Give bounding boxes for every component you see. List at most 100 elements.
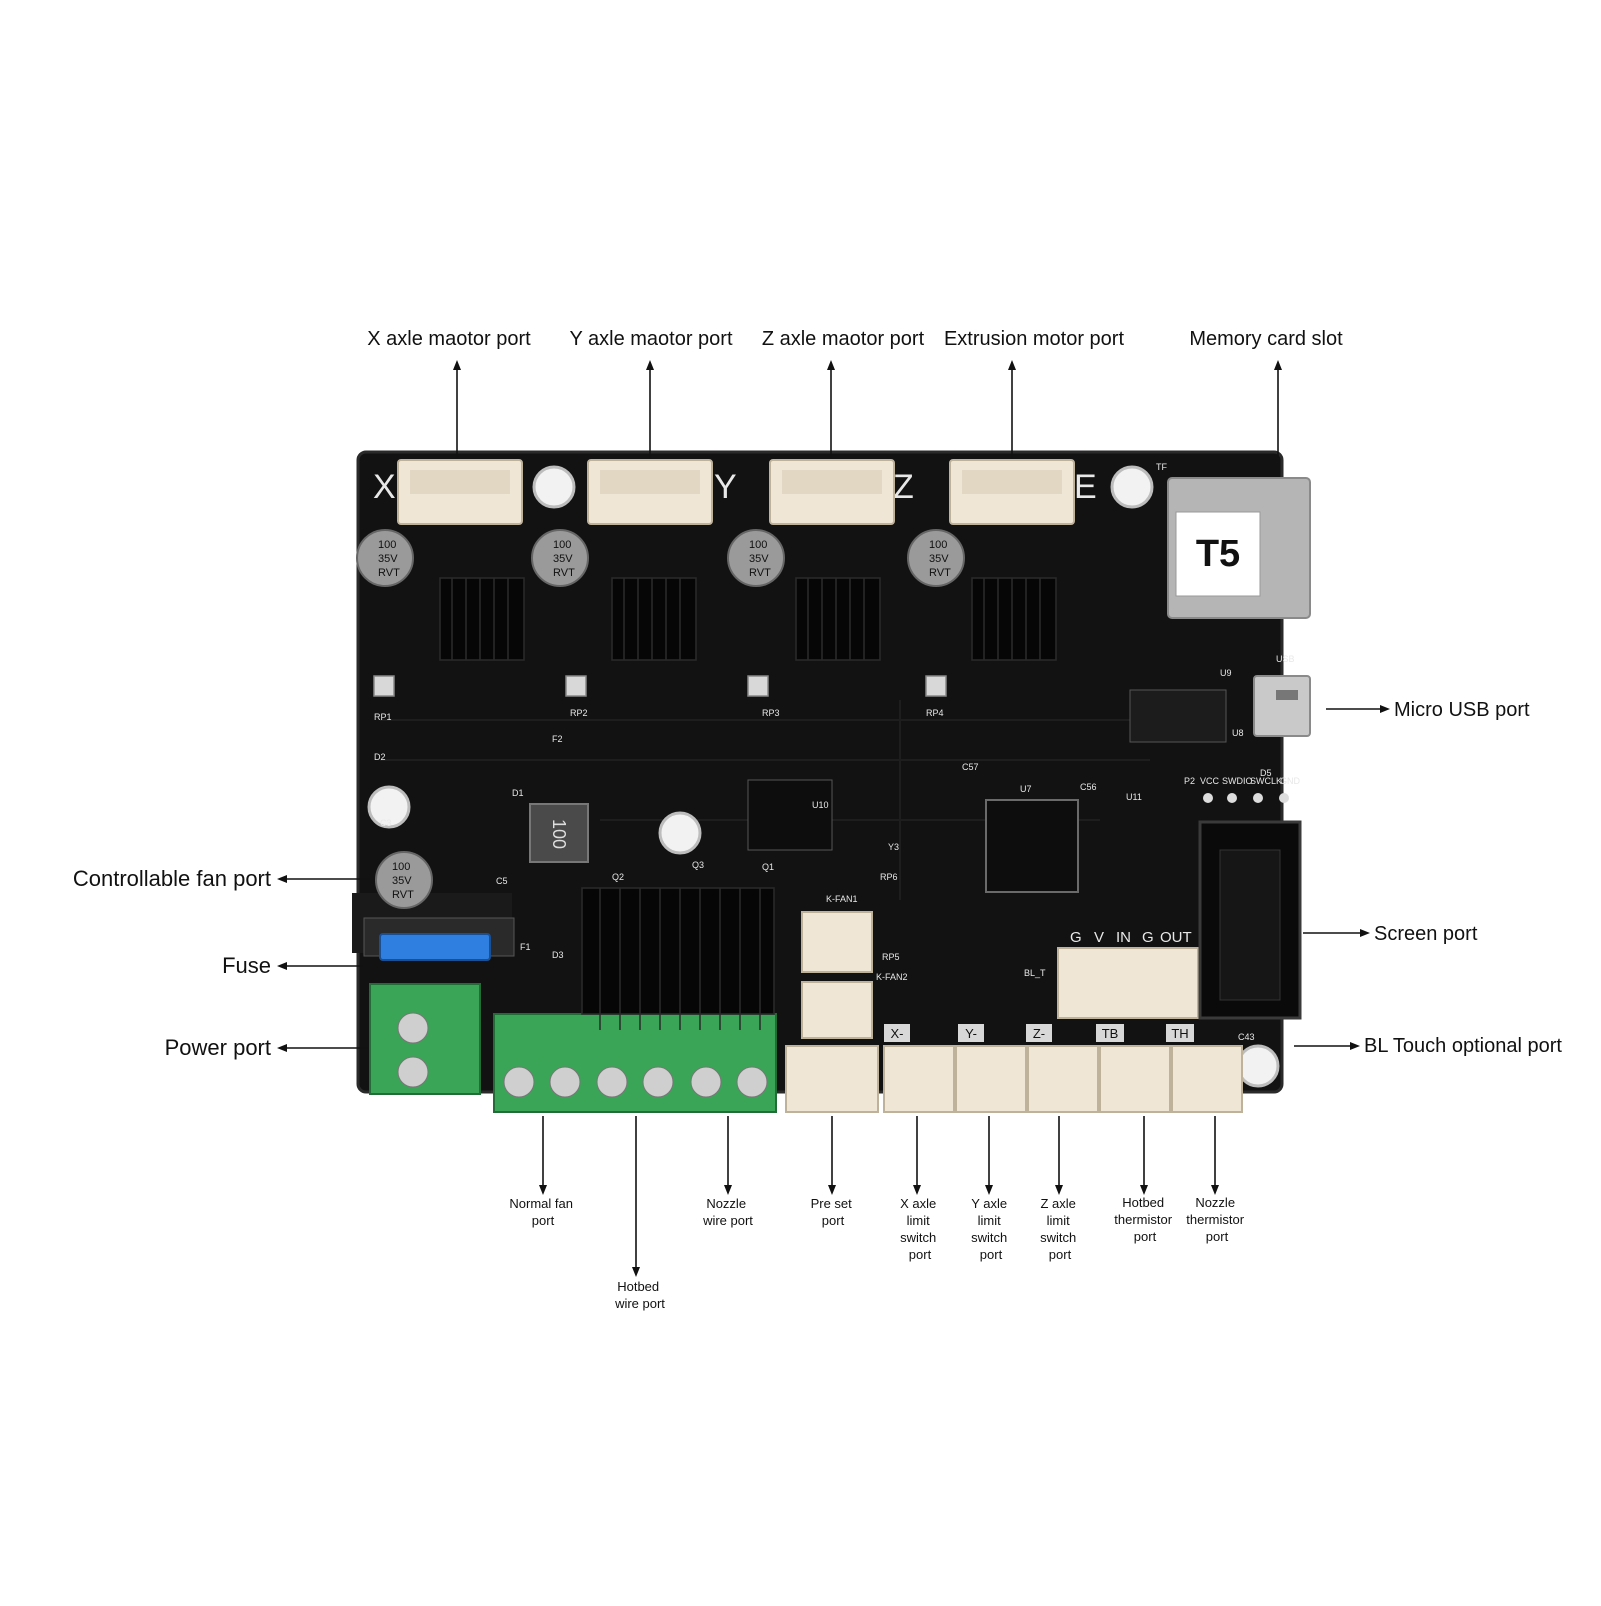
output-terminals: [493, 1013, 777, 1113]
silk-q3: Q3: [692, 860, 704, 870]
label-x-limit-line3: switch: [900, 1230, 936, 1245]
label-hotbed-wire-port-line2: wire port: [614, 1296, 665, 1311]
silk-c57: C57: [962, 762, 979, 772]
label-nozzle-thermistor-line2: thermistor: [1186, 1212, 1244, 1227]
label-hotbed-thermistor-line2: thermistor: [1114, 1212, 1172, 1227]
label-x-limit-line1: X axle: [900, 1196, 936, 1211]
tag-y-minus: Y-: [965, 1026, 977, 1041]
silk-p2: P2: [1184, 776, 1195, 786]
silk-u7: U7: [1020, 784, 1032, 794]
axis-letters: X Y Z E: [373, 468, 1097, 506]
potentiometers: [373, 675, 947, 697]
label-z-limit-line3: switch: [1040, 1230, 1076, 1245]
label-power-port: Power port: [165, 1035, 271, 1060]
label-normal-fan-port-line1: Normal fan: [509, 1196, 573, 1211]
cap1-voltage: 35V: [378, 553, 398, 565]
silk-kfan2: K-FAN2: [876, 972, 908, 982]
silk-d2: D2: [374, 752, 386, 762]
label-memory-card-slot: Memory card slot: [1189, 328, 1343, 350]
silk-u9: U9: [1220, 668, 1232, 678]
label-x-limit-line4: port: [909, 1247, 932, 1262]
silk-f1: F1: [520, 942, 531, 952]
label-nozzle-thermistor-port: Nozzle thermistor port: [1186, 1195, 1247, 1244]
cap1-brand: RVT: [378, 567, 400, 579]
mounting-holes: [367, 465, 1280, 1088]
cap4-voltage: 35V: [929, 553, 949, 565]
silk-rp4: RP4: [926, 708, 944, 718]
right-labels: Micro USB port Screen port BL Touch opti…: [1294, 699, 1562, 1057]
silk-rp1: RP1: [374, 712, 392, 722]
mosfet-heatsink: [581, 887, 775, 1030]
label-micro-usb-port: Micro USB port: [1394, 699, 1530, 721]
label-preset-port: Pre set port: [811, 1196, 856, 1228]
ics: U7 U10 U11 Y3: [747, 689, 1227, 893]
z-motor-connector: [769, 459, 895, 525]
swd-swdio: SWDIO: [1222, 776, 1253, 786]
silk-q1: Q1: [762, 862, 774, 872]
label-nozzle-wire-port-line1: Nozzle: [706, 1196, 746, 1211]
silk-rp3: RP3: [762, 708, 780, 718]
y-limit-connector: [955, 1045, 1027, 1113]
x-limit-connector: [883, 1045, 955, 1113]
label-z-limit-line1: Z axle: [1040, 1196, 1075, 1211]
axis-letter-e: E: [1074, 468, 1097, 506]
label-hotbed-wire-port-line1: Hotbed: [617, 1279, 659, 1294]
silk-y3: Y3: [888, 842, 899, 852]
label-hotbed-thermistor-port: Hotbed thermistor port: [1114, 1195, 1175, 1244]
bl-pin-in: IN: [1116, 929, 1131, 946]
memory-card-slot: T5 TF: [1156, 462, 1311, 619]
power-terminal: [369, 983, 481, 1095]
label-x-limit-port: X axle limit switch port: [900, 1196, 940, 1262]
bl-pin-g1: G: [1070, 929, 1082, 946]
label-fuse: Fuse: [222, 953, 271, 978]
label-z-limit-line4: port: [1049, 1247, 1072, 1262]
kfan-connectors: K-FAN1 K-FAN2: [801, 894, 908, 1039]
silk-c56: C56: [1080, 782, 1097, 792]
swd-swclk: SWCLK: [1250, 776, 1282, 786]
silk-c5: C5: [496, 876, 508, 886]
x-motor-connector: [397, 459, 523, 525]
label-normal-fan-port: Normal fan port: [509, 1196, 576, 1228]
silk-rp6: RP6: [880, 872, 898, 882]
sd-badge-text: T5: [1196, 533, 1240, 575]
cap5-value: 100: [392, 861, 410, 873]
cap4-brand: RVT: [929, 567, 951, 579]
label-z-motor-port: Z axle maotor port: [762, 328, 925, 350]
label-y-limit-line4: port: [980, 1247, 1003, 1262]
inductor-text: 100: [549, 819, 569, 849]
swd-header: VCC SWDIO SWCLK GND: [1200, 776, 1301, 803]
label-z-limit-port: Z axle limit switch port: [1040, 1196, 1080, 1262]
tb-connector: [1099, 1045, 1171, 1113]
cap1-value: 100: [378, 539, 396, 551]
silk-u10: U10: [812, 800, 829, 810]
label-y-motor-port: Y axle maotor port: [569, 328, 732, 350]
label-extrusion-motor-port: Extrusion motor port: [944, 328, 1125, 350]
label-hotbed-thermistor-line1: Hotbed: [1122, 1195, 1164, 1210]
cap3-brand: RVT: [749, 567, 771, 579]
limit-tags: X- Y- Z- TB TH: [884, 1024, 1194, 1042]
cap4-value: 100: [929, 539, 947, 551]
bl-pin-g2: G: [1142, 929, 1154, 946]
tag-tb: TB: [1102, 1026, 1119, 1041]
cap2-value: 100: [553, 539, 571, 551]
silk-d1: D1: [512, 788, 524, 798]
z-limit-connector: [1027, 1045, 1099, 1113]
y-motor-connector: [587, 459, 713, 525]
swd-gnd: GND: [1280, 776, 1301, 786]
left-labels: Controllable fan port Fuse Power port: [73, 866, 370, 1060]
swd-vcc: VCC: [1200, 776, 1220, 786]
bl-touch-connector: G V IN G OUT BL_T: [1024, 929, 1199, 1019]
silk-f2: F2: [552, 734, 563, 744]
label-y-limit-line3: switch: [971, 1230, 1007, 1245]
silk-kfan1: K-FAN1: [826, 894, 858, 904]
stepper-capacitors: 100 35V RVT 100 35V RVT 100 35V RVT 100 …: [356, 529, 965, 587]
tag-x-minus: X-: [891, 1026, 904, 1041]
label-screen-port: Screen port: [1374, 923, 1478, 945]
preset-connector: [785, 1045, 879, 1113]
misc-silkscreen: F2 F1 D1 D2 D3 D5 Q1 Q2 Q3 RP1 RP2 RP3 R…: [374, 708, 1272, 1042]
th-connector: [1171, 1045, 1243, 1113]
silk-q2: Q2: [612, 872, 624, 882]
silk-u11: U11: [1126, 792, 1142, 802]
silk-d5: D5: [1260, 768, 1272, 778]
bl-pin-v: V: [1094, 929, 1104, 946]
